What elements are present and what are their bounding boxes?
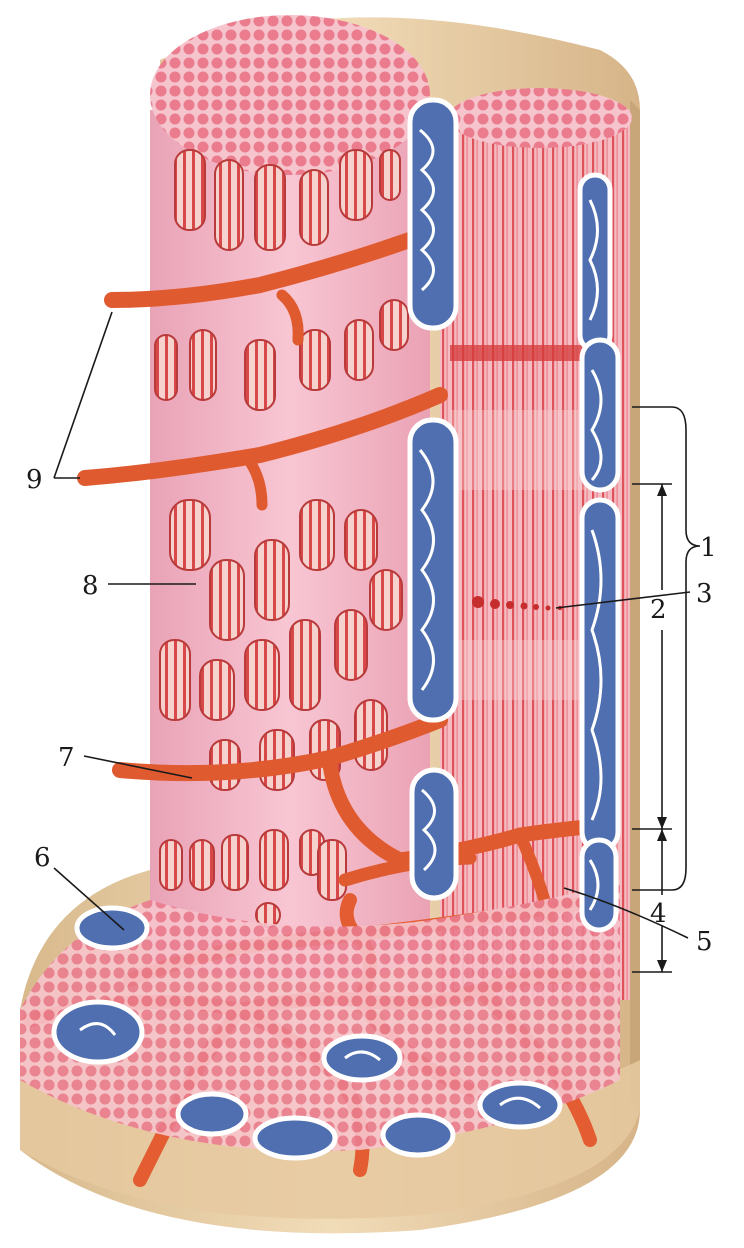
label-6: 6 [34, 843, 51, 873]
label-5: 5 [696, 927, 713, 957]
mitochondrion-3 [412, 770, 456, 898]
sarcoplasmic-column [150, 15, 430, 980]
a-band-light-2 [450, 640, 600, 700]
mitochondrion-8 [77, 908, 147, 948]
mitochondrion-10 [324, 1036, 400, 1080]
label-1-group: 1 [632, 407, 717, 890]
mitochondrion-12 [255, 1118, 335, 1158]
top-cross-section-right [448, 88, 632, 148]
label-8: 8 [82, 571, 99, 601]
label-2: 2 [650, 595, 667, 625]
label-1: 1 [700, 533, 717, 563]
mitochondrion-9 [54, 1002, 142, 1062]
label-3: 3 [696, 579, 713, 609]
a-band-light [450, 410, 600, 490]
mitochondrion-4 [580, 175, 610, 350]
mitochondrion-1 [410, 100, 456, 328]
mitochondrion-14 [480, 1083, 560, 1127]
label-9: 9 [26, 465, 43, 495]
label-9-group: 9 [26, 312, 112, 495]
mitochondrion-13 [383, 1115, 453, 1155]
label-7: 7 [58, 743, 75, 773]
z-line-band [450, 345, 600, 361]
mitochondrion-2 [410, 420, 456, 720]
mitochondrion-11 [178, 1094, 246, 1134]
